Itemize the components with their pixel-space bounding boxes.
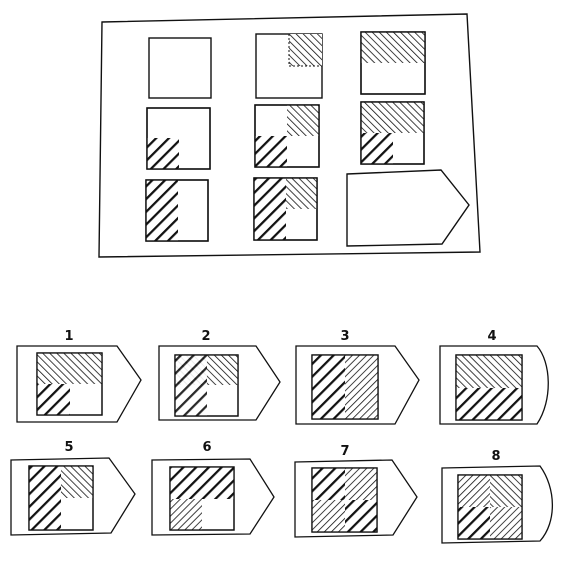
option-label: 5 [64, 440, 73, 455]
option-label: 8 [491, 449, 500, 464]
option-label: 6 [202, 440, 211, 455]
matrix-row-1 [148, 31, 426, 99]
matrix-cell-missing [346, 169, 470, 247]
option-2[interactable]: 2 [158, 329, 281, 421]
matrix-cell-2-3 [360, 101, 425, 165]
matrix-cell-3-1 [145, 179, 209, 242]
matrix-row-3 [145, 169, 470, 247]
option-5[interactable]: 5 [10, 440, 136, 536]
option-label: 3 [340, 329, 349, 344]
option-label: 4 [487, 329, 496, 344]
matrix-cell-1-3 [360, 31, 426, 95]
matrix-cell-1-1 [148, 37, 212, 99]
option-label: 1 [64, 329, 73, 344]
matrix-cell-2-1 [146, 107, 211, 170]
option-label: 7 [340, 444, 349, 459]
option-8[interactable]: 8 [441, 449, 554, 544]
option-7[interactable]: 7 [294, 444, 418, 538]
option-3[interactable]: 3 [295, 329, 420, 425]
matrix-cell-1-2 [255, 33, 323, 99]
option-label: 2 [201, 329, 210, 344]
matrix-row-2 [146, 101, 425, 170]
option-4[interactable]: 4 [439, 329, 549, 425]
option-1[interactable]: 1 [16, 329, 142, 423]
option-6[interactable]: 6 [151, 440, 275, 536]
matrix-cell-3-2 [253, 177, 318, 241]
matrix-cell-2-2 [254, 104, 320, 168]
